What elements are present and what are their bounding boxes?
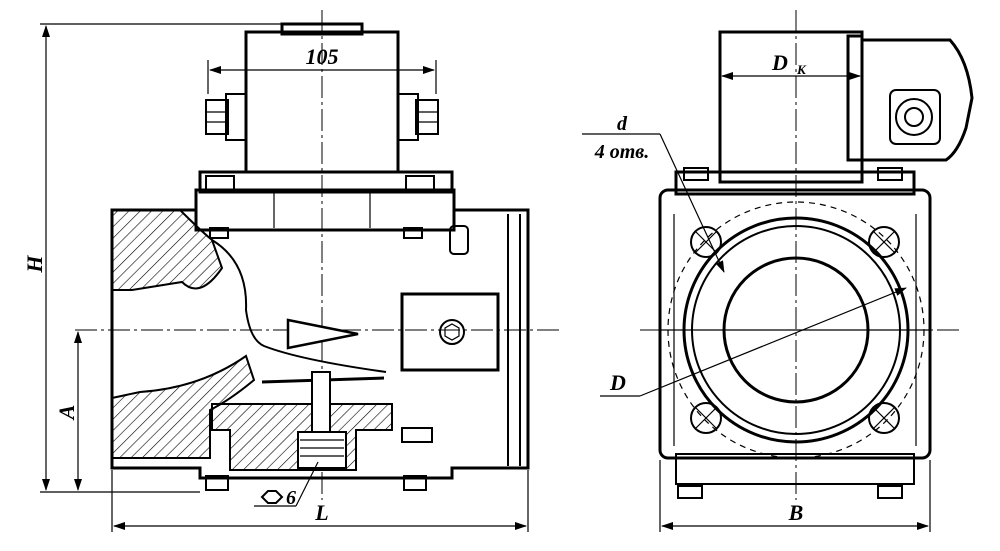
side-coil [718,30,974,184]
side-view: D К d 4 отв. D B [582,10,974,532]
section-cutaway [111,209,393,471]
dimension-flange-diameter: D [600,287,907,397]
hex-key-label: 6 [286,487,296,509]
dimension-length: L [111,470,529,532]
front-view: 105 H A L 6 [22,10,560,532]
side-bore [667,201,925,459]
width-label: B [788,500,804,525]
dimension-height: H [22,23,282,493]
flow-direction-arrow [286,318,359,350]
coil-diameter-label: D [771,50,788,75]
hex-key-callout: 6 [254,461,319,509]
hole-count-label: 4 отв. [594,141,650,163]
height-label: H [22,255,47,274]
solenoid-width-label: 105 [306,44,339,69]
dimension-coil-diameter: D К [721,50,861,80]
top-cover [194,170,456,239]
hole-callout: d 4 отв. [582,113,725,273]
dimension-105: 105 [207,44,437,94]
flange-diameter-label: D [609,370,626,395]
bolt-holes [690,226,900,434]
dimension-axis-height: A [54,331,82,491]
axis-height-label: A [54,405,79,422]
length-label: L [314,500,328,525]
hole-diameter-label: d [617,113,628,135]
dimension-width: B [659,460,931,532]
coil-diameter-subscript: К [796,62,807,77]
